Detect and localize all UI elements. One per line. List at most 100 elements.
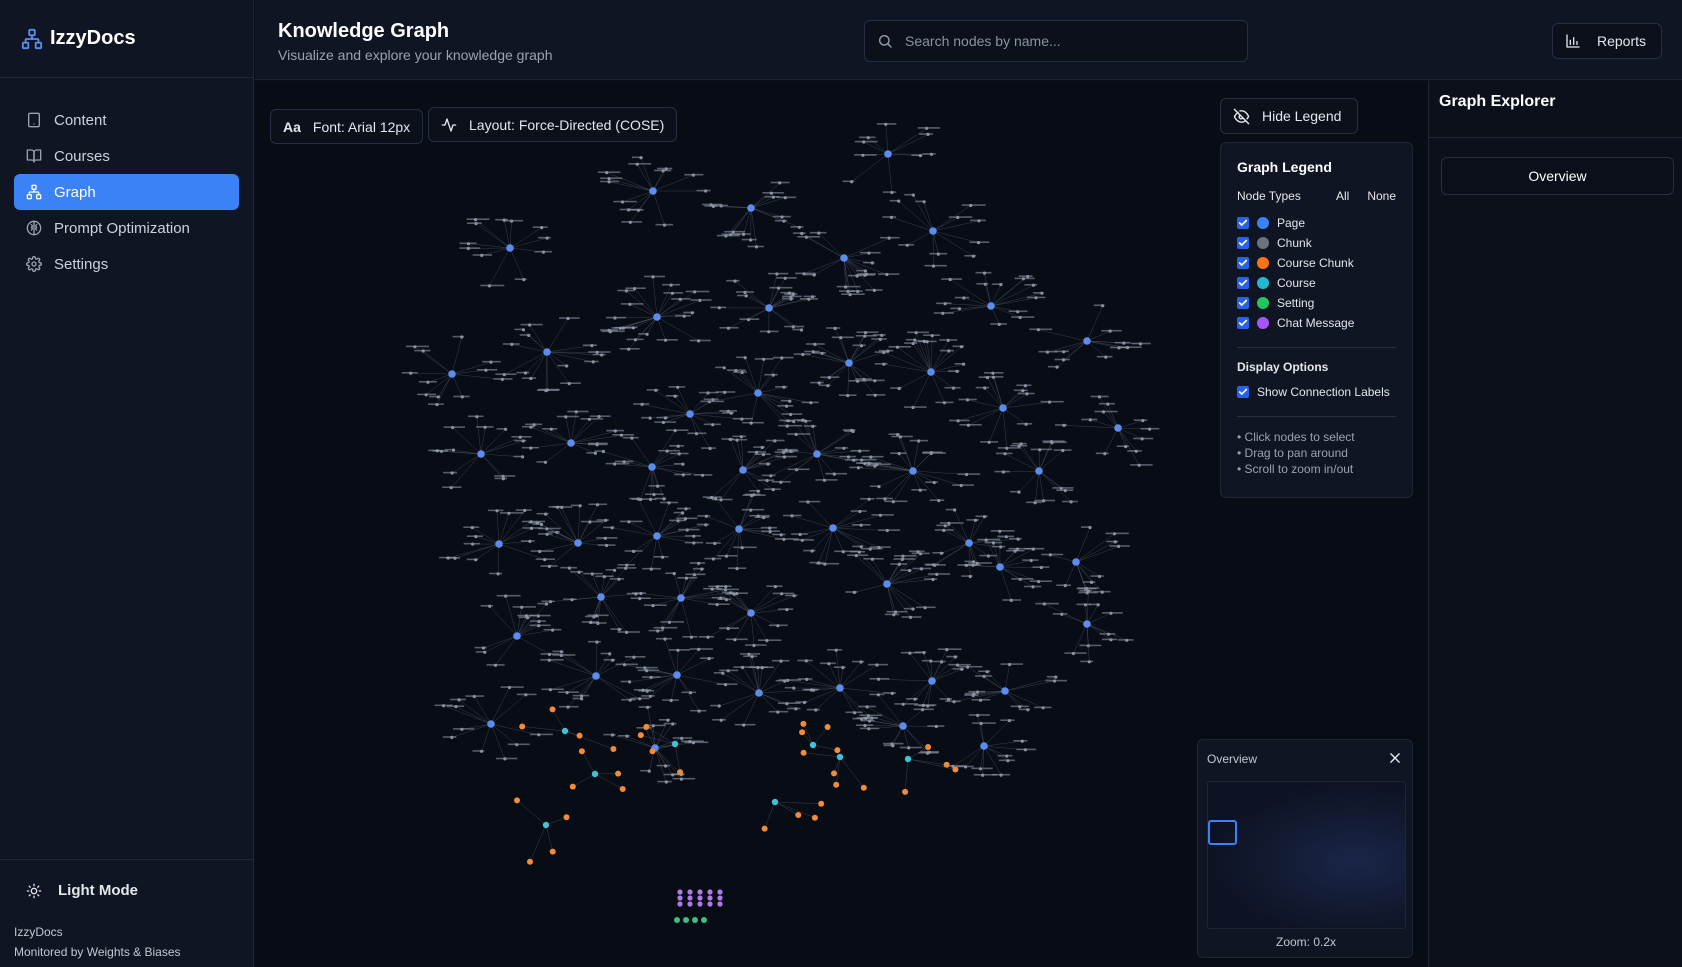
chunk-node-label[interactable] [677, 507, 691, 510]
graph-edge[interactable] [656, 284, 672, 318]
chunk-node[interactable] [1001, 470, 1006, 474]
graph-edge[interactable] [886, 583, 914, 610]
chunk-node[interactable] [544, 389, 548, 393]
chunk-node[interactable] [436, 395, 440, 399]
chunk-node-label[interactable] [883, 744, 895, 747]
chunk-node-label[interactable] [629, 497, 640, 500]
graph-edge[interactable] [637, 164, 654, 192]
chunk-node[interactable] [502, 373, 506, 377]
graph-edge[interactable] [600, 596, 620, 630]
chunk-node[interactable] [541, 250, 546, 254]
chunk-node-label[interactable] [610, 628, 623, 630]
chunk-node[interactable] [1087, 660, 1091, 664]
chunk-node[interactable] [740, 546, 744, 550]
graph-edge[interactable] [741, 436, 744, 471]
graph-edge[interactable] [750, 595, 795, 614]
chunk-node[interactable] [1034, 296, 1038, 300]
graph-edge[interactable] [656, 316, 699, 342]
chunk-node[interactable] [559, 653, 563, 658]
chunk-node-label[interactable] [905, 338, 917, 341]
graph-edge[interactable] [891, 217, 934, 232]
chunk-node-label[interactable] [852, 660, 865, 663]
chunk-node[interactable] [518, 435, 522, 439]
chunk-node-label[interactable] [706, 497, 717, 500]
chunk-node[interactable] [776, 710, 780, 714]
graph-edge[interactable] [927, 680, 933, 707]
chunk-node-label[interactable] [514, 278, 527, 280]
chunk-node-label[interactable] [991, 545, 1006, 548]
chunk-node-label[interactable] [1052, 487, 1074, 489]
chunk-node-label[interactable] [1030, 448, 1053, 451]
chunk-node[interactable] [724, 683, 728, 687]
page-node[interactable] [754, 389, 762, 397]
chunk-node-label[interactable] [612, 434, 635, 436]
course-chunk-node[interactable] [943, 761, 950, 768]
chunk-node[interactable] [528, 539, 532, 543]
chunk-node-label[interactable] [520, 323, 543, 326]
chunk-node-label[interactable] [854, 154, 877, 156]
graph-edge[interactable] [1038, 329, 1088, 342]
chunk-node-label[interactable] [615, 663, 638, 666]
graph-edge[interactable] [1090, 419, 1119, 429]
chunk-node[interactable] [947, 521, 951, 525]
chunk-node-label[interactable] [889, 199, 900, 202]
chunk-node[interactable] [460, 335, 464, 339]
chunk-node[interactable] [662, 223, 667, 227]
graph-edge[interactable] [768, 307, 794, 328]
graph-edge[interactable] [656, 520, 679, 537]
legend-item-chunk[interactable]: Chunk [1237, 233, 1396, 253]
course-node[interactable] [561, 727, 569, 735]
graph-edge[interactable] [733, 594, 752, 614]
chunk-node[interactable] [413, 345, 417, 349]
chunk-node[interactable] [739, 435, 743, 439]
chunk-node[interactable] [454, 705, 458, 709]
chunk-node[interactable] [867, 497, 871, 501]
graph-edge[interactable] [990, 292, 1042, 307]
chunk-node-label[interactable] [774, 219, 788, 222]
chunk-node-label[interactable] [954, 363, 965, 365]
chunk-node-label[interactable] [1095, 452, 1109, 455]
chunk-node-label[interactable] [538, 533, 553, 535]
graph-edge[interactable] [651, 535, 658, 570]
chunk-node[interactable] [999, 545, 1003, 549]
chunk-node-label[interactable] [641, 498, 657, 500]
chunk-node-label[interactable] [891, 435, 913, 438]
graph-edge[interactable] [774, 801, 822, 805]
chunk-node[interactable] [947, 697, 951, 702]
course-chunk-node[interactable] [761, 825, 768, 832]
chat-message-node[interactable] [697, 901, 703, 907]
graph-edge[interactable] [546, 351, 602, 356]
chunk-node-label[interactable] [666, 429, 689, 431]
chunk-node[interactable] [971, 560, 976, 564]
chunk-node[interactable] [810, 295, 815, 299]
course-chunk-node[interactable] [527, 858, 533, 865]
chunk-node-label[interactable] [764, 373, 778, 376]
graph-edge[interactable] [795, 434, 818, 455]
chunk-node[interactable] [1019, 442, 1023, 446]
graph-edge[interactable] [475, 543, 500, 561]
graph-edge[interactable] [633, 535, 658, 552]
graph-edge[interactable] [848, 332, 866, 364]
chunk-node-label[interactable] [973, 774, 998, 776]
chunk-node[interactable] [785, 608, 789, 612]
chunk-node[interactable] [768, 530, 772, 534]
graph-edge[interactable] [912, 440, 919, 472]
graph-edge[interactable] [757, 667, 760, 694]
graph-edge[interactable] [832, 499, 870, 529]
graph-edge[interactable] [1002, 401, 1050, 409]
chunk-node[interactable] [676, 444, 680, 448]
graph-edge[interactable] [848, 362, 875, 382]
chunk-node[interactable] [740, 370, 744, 375]
chunk-node-label[interactable] [605, 462, 630, 465]
chunk-node[interactable] [1005, 446, 1009, 450]
chunk-node-label[interactable] [1013, 740, 1028, 742]
chunk-node[interactable] [524, 693, 528, 697]
chunk-node[interactable] [669, 283, 673, 287]
graph-edge[interactable] [640, 157, 654, 192]
graph-edge[interactable] [866, 706, 904, 727]
graph-edge[interactable] [804, 687, 841, 703]
chunk-node[interactable] [565, 691, 569, 695]
chunk-node-label[interactable] [877, 273, 900, 275]
chunk-node[interactable] [1063, 584, 1067, 588]
graph-edge[interactable] [839, 687, 855, 713]
